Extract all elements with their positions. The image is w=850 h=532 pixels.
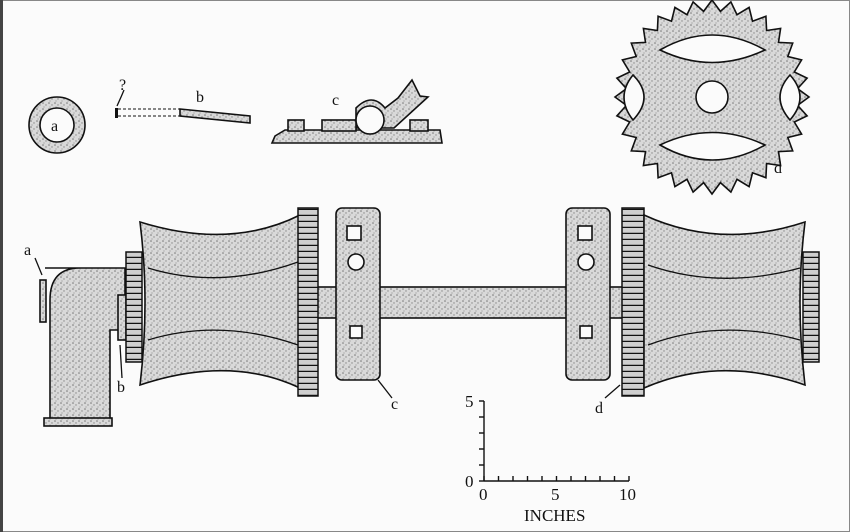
detail-d-sprocket: d [613, 0, 811, 196]
clamp-right [565, 207, 611, 381]
label-b: b [196, 89, 204, 106]
label-pin-mark: ? [119, 77, 126, 94]
x-tick-5: 5 [551, 485, 560, 504]
label-c: c [332, 92, 339, 109]
detail-c-clamp: c [270, 78, 443, 144]
frame-edge [0, 0, 3, 532]
label-d: d [774, 160, 782, 177]
scale-bar: 5 0 0 5 10 INCHES [465, 392, 636, 525]
left-spool [139, 213, 301, 390]
assembly-label-b: b [117, 379, 125, 396]
scale-unit-label: INCHES [524, 506, 585, 525]
elbow-pipe [45, 267, 126, 421]
assembly-label-a: a [24, 242, 31, 259]
assembly-label-c: c [391, 396, 398, 413]
assembly-label-d: d [595, 400, 603, 417]
x-tick-10: 10 [619, 485, 636, 504]
y-tick-0: 0 [465, 472, 474, 491]
x-tick-0: 0 [479, 485, 488, 504]
clamp-left [335, 207, 381, 381]
detail-b-pin: ? b [115, 77, 251, 124]
y-tick-5: 5 [465, 392, 474, 411]
right-spool [643, 213, 806, 390]
main-assembly: a b c d [24, 207, 820, 427]
detail-a-washer: a [28, 96, 86, 154]
label-a: a [51, 118, 58, 135]
